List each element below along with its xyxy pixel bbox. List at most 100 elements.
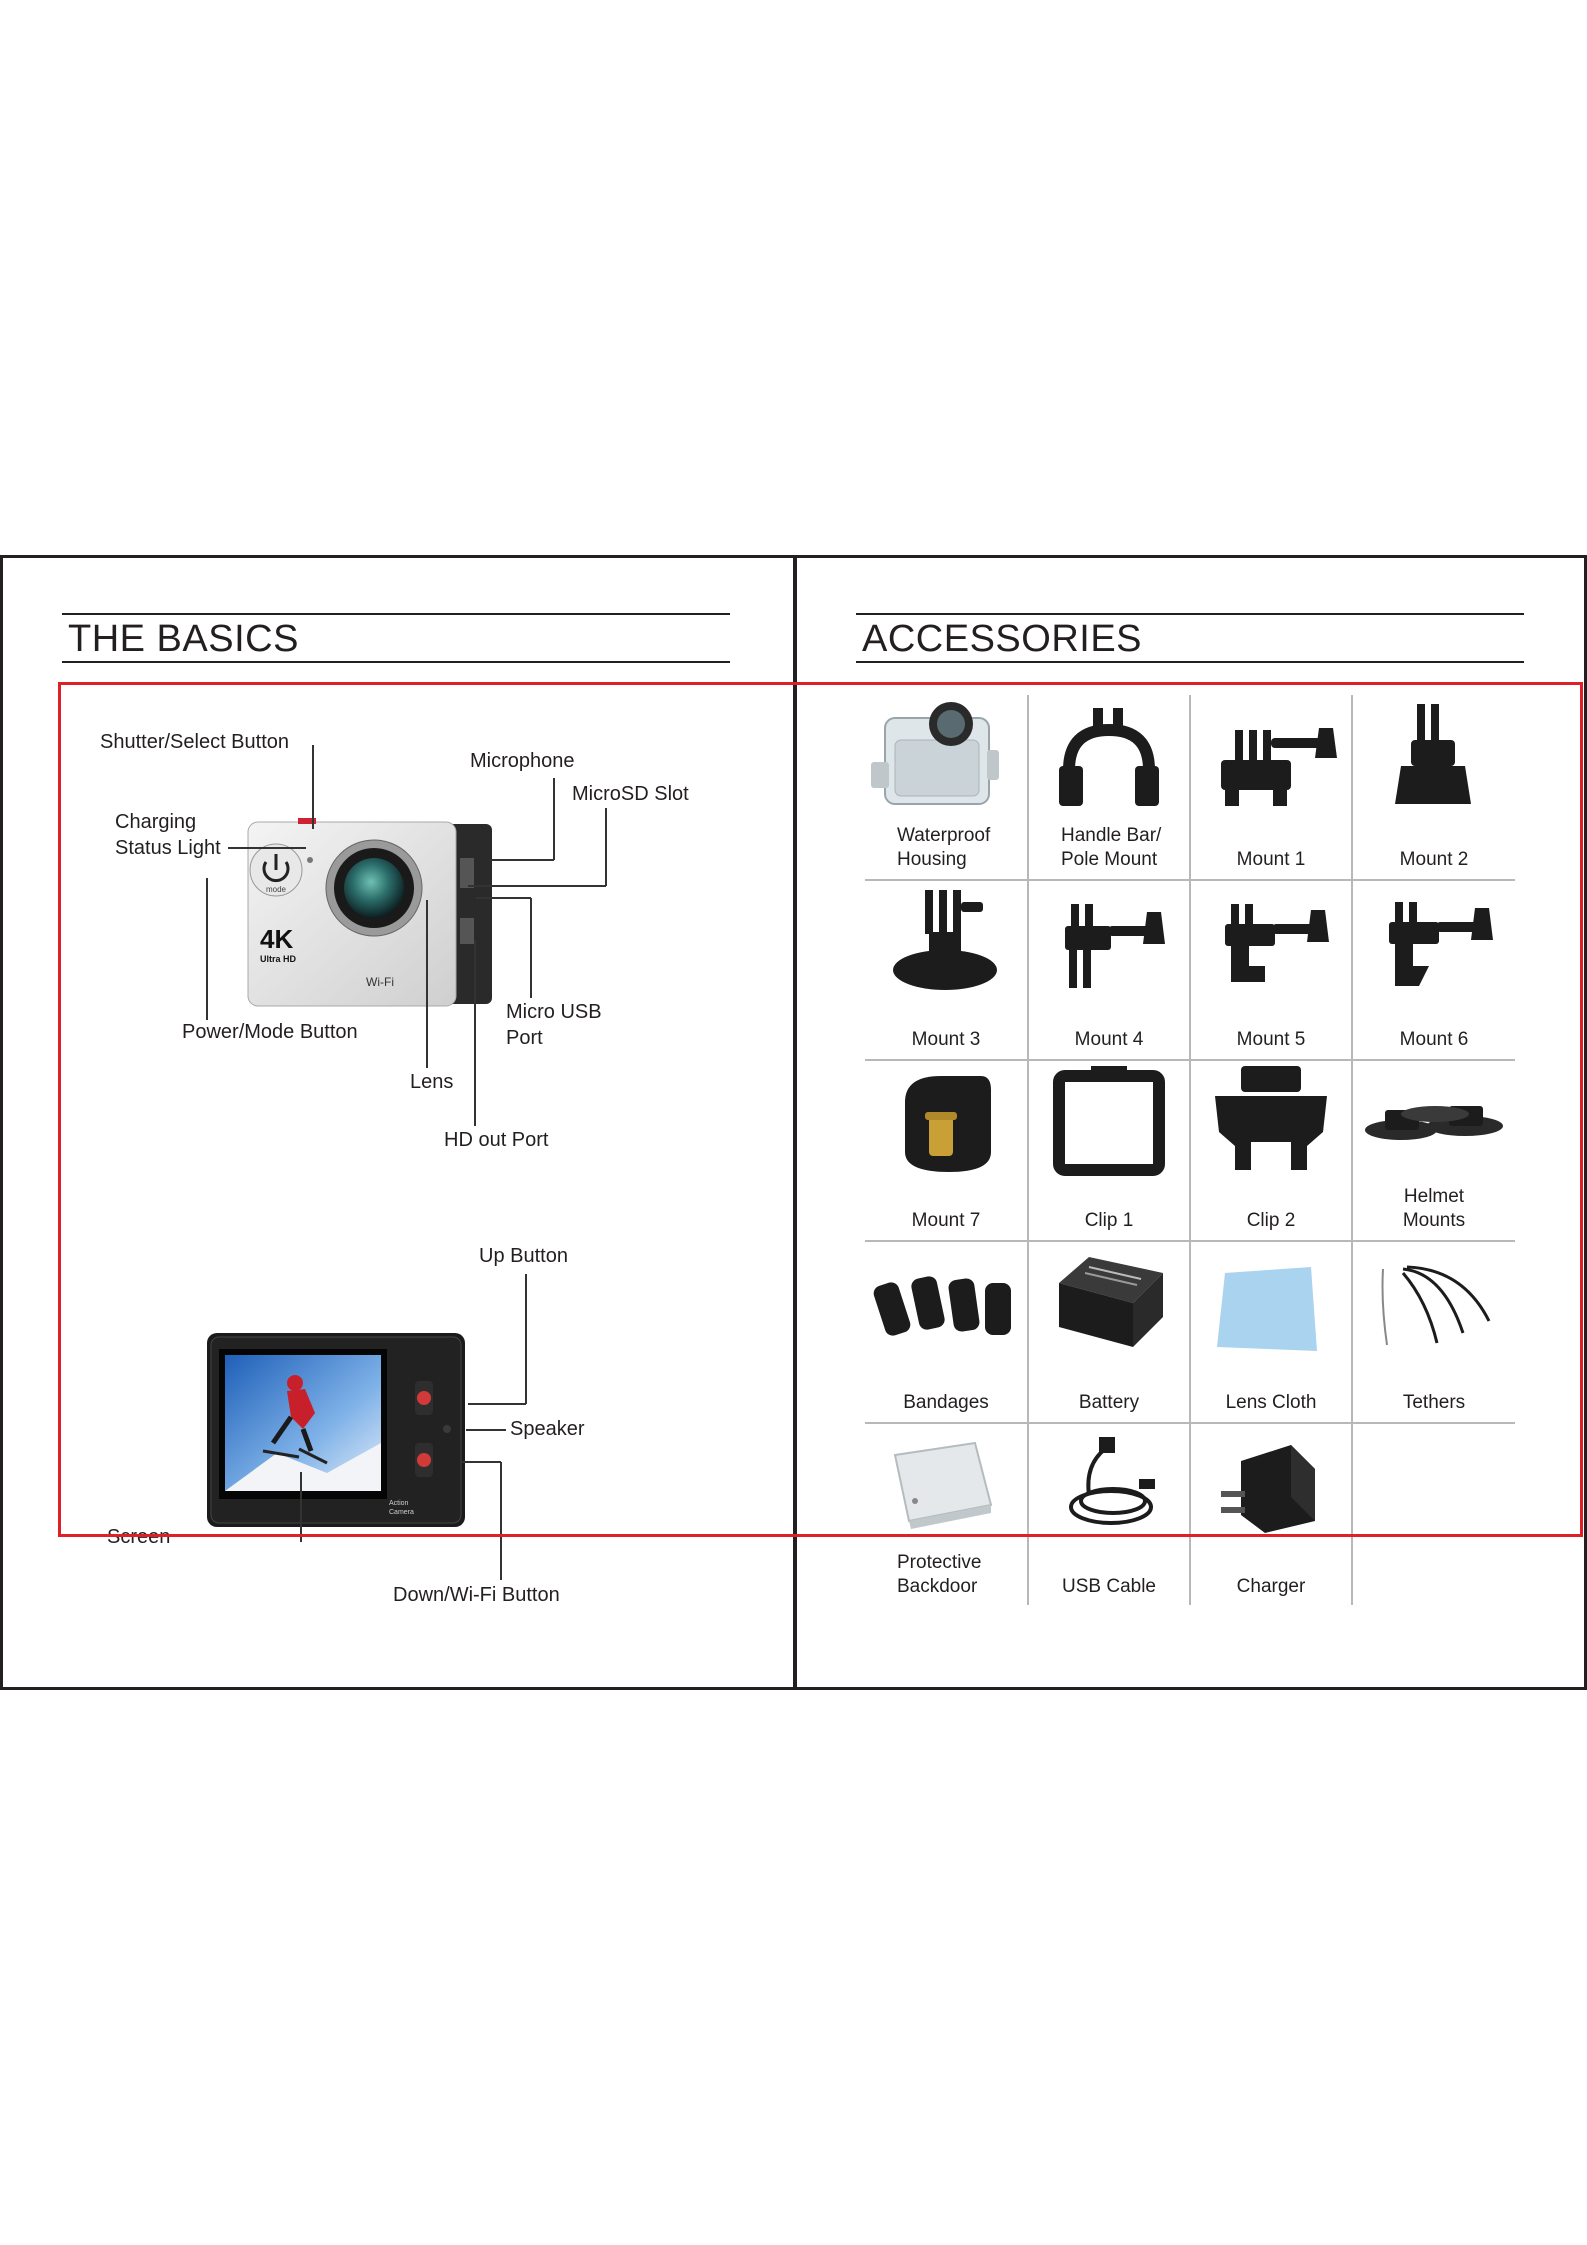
accessory-mount-5: Mount 5 <box>1191 882 1351 1058</box>
leader-speaker <box>466 1429 506 1431</box>
label-micro-usb-2: Port <box>506 1027 543 1049</box>
accessory-label-2: Mounts <box>1402 1210 1466 1231</box>
handle-bar-mount-icon <box>1059 708 1159 806</box>
label-screen: Screen <box>107 1526 171 1548</box>
accessory-lens-cloth: Lens Cloth <box>1191 1243 1351 1421</box>
accessory-charger: Charger <box>1191 1425 1351 1605</box>
accessory-mount-6: Mount 6 <box>1353 882 1515 1058</box>
label-microphone: Microphone <box>470 750 575 772</box>
accessories-heading: ACCESSORIES <box>862 618 1143 660</box>
leader-down-h <box>462 1461 501 1463</box>
label-speaker: Speaker <box>510 1418 585 1440</box>
accessory-label: Battery <box>1078 1392 1140 1413</box>
accessory-handle-bar-pole-mount: Handle Bar/Pole Mount <box>1029 700 1189 878</box>
mount-7-icon <box>905 1076 991 1172</box>
clip-2-icon <box>1215 1066 1327 1170</box>
accessory-mount-3: Mount 3 <box>865 882 1027 1058</box>
accessory-mount-2: Mount 2 <box>1353 700 1515 878</box>
helmet-mounts-icon <box>1365 1106 1503 1140</box>
accessory-bandages: Bandages <box>865 1243 1027 1421</box>
accessories-rule-bottom <box>856 661 1524 663</box>
leader-lens <box>426 900 428 1068</box>
accessory-label: Mount 6 <box>1399 1029 1469 1050</box>
resolution-print: 4K <box>260 924 293 954</box>
basics-heading: THE BASICS <box>68 618 299 660</box>
leader-down <box>500 1462 502 1580</box>
battery-icon <box>1059 1257 1163 1347</box>
accessory-label: USB Cable <box>1062 1576 1156 1597</box>
mount-6-icon <box>1389 902 1493 986</box>
leader-microphone <box>553 778 555 860</box>
grid-divider-h1 <box>865 879 1515 881</box>
lens-cloth-icon <box>1217 1267 1317 1351</box>
accessory-label: Mount 7 <box>911 1210 981 1231</box>
accessory-label: Tethers <box>1402 1392 1466 1413</box>
leader-micro-usb-h <box>476 897 531 899</box>
protective-backdoor-icon <box>893 1441 993 1529</box>
accessory-label: Handle Bar/ <box>1061 825 1162 846</box>
accessory-label: Waterproof <box>897 825 991 846</box>
usb-cable-icon <box>1069 1437 1155 1525</box>
accessory-label: Mount 4 <box>1074 1029 1144 1050</box>
accessory-label: Mount 5 <box>1236 1029 1306 1050</box>
accessory-mount-7: Mount 7 <box>865 1062 1027 1239</box>
camera-back-image: Action Camera <box>207 1333 465 1527</box>
mount-3-icon <box>893 890 997 990</box>
label-power-mode: Power/Mode Button <box>182 1021 358 1043</box>
label-hdout-port: HD out Port <box>444 1129 549 1151</box>
accessory-label: Mount 2 <box>1399 849 1469 870</box>
label-microsd-slot: MicroSD Slot <box>572 783 689 805</box>
leader-micro-usb <box>530 898 532 998</box>
label-charging-1: Charging <box>115 811 197 833</box>
accessory-label-2: Housing <box>897 849 967 870</box>
leader-up <box>525 1274 527 1404</box>
leader-screen <box>300 1472 302 1542</box>
accessory-label: Clip 1 <box>1084 1210 1134 1231</box>
accessory-label: Bandages <box>903 1392 989 1413</box>
resolution-sub-print: Ultra HD <box>260 954 297 964</box>
grid-divider-h3 <box>865 1240 1515 1242</box>
accessories-rule-top <box>856 613 1524 615</box>
label-shutter-select: Shutter/Select Button <box>100 731 290 753</box>
leader-shutter <box>312 745 314 829</box>
grid-divider-v2 <box>1189 695 1191 1605</box>
mount-4-icon <box>1065 904 1165 988</box>
right-page <box>793 555 1587 1690</box>
leader-microsd <box>605 808 607 886</box>
leader-up-h <box>468 1403 526 1405</box>
basics-rule-top <box>62 613 730 615</box>
label-lens: Lens <box>410 1071 454 1093</box>
grid-divider-h2 <box>865 1059 1515 1061</box>
accessory-mount-1: Mount 1 <box>1191 700 1351 878</box>
accessory-label: Clip 2 <box>1246 1210 1296 1231</box>
accessory-mount-4: Mount 4 <box>1029 882 1189 1058</box>
accessory-clip-1: Clip 1 <box>1029 1062 1189 1239</box>
mount-1-icon <box>1221 728 1337 806</box>
basics-rule-bottom <box>62 661 730 663</box>
charger-icon <box>1221 1445 1315 1533</box>
accessory-label: Lens Cloth <box>1225 1392 1317 1413</box>
back-brand-print-1: Action <box>389 1500 409 1507</box>
accessory-tethers: Tethers <box>1353 1243 1515 1421</box>
grid-divider-v3 <box>1351 695 1353 1605</box>
accessory-label-2: Backdoor <box>897 1576 978 1597</box>
label-up-button: Up Button <box>479 1245 568 1267</box>
leader-microphone-h <box>490 859 554 861</box>
leader-charging <box>228 847 306 849</box>
accessory-label: Charger <box>1236 1576 1306 1597</box>
camera-front-image: mode 4K Ultra HD Wi-Fi <box>247 818 492 1007</box>
leader-hdout <box>474 940 476 1126</box>
bandages-icon <box>873 1276 1011 1336</box>
leader-microsd-h <box>468 885 606 887</box>
label-micro-usb-1: Micro USB <box>506 1001 602 1023</box>
grid-divider-h4 <box>865 1422 1515 1424</box>
tethers-icon <box>1381 1265 1491 1346</box>
accessory-label: Protective <box>897 1552 982 1573</box>
clip-1-icon <box>1053 1066 1165 1176</box>
accessory-battery: Battery <box>1029 1243 1189 1421</box>
label-down-wifi-button: Down/Wi-Fi Button <box>393 1584 560 1606</box>
grid-divider-v1 <box>1027 695 1029 1605</box>
